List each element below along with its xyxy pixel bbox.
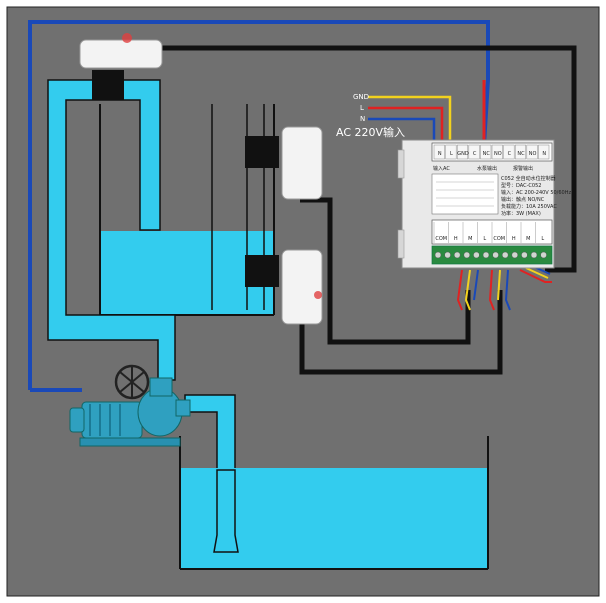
live-label: L	[360, 104, 364, 112]
terminal-screw	[444, 251, 451, 259]
low-level-sensor	[245, 249, 323, 325]
pump-output-label: 水泵输出	[477, 165, 497, 172]
controller-power: 功率：3W (MAX)	[501, 210, 541, 217]
bottom-terminal-label: COM	[493, 236, 505, 242]
top-terminal-cell	[503, 144, 515, 160]
led-indicator-icon	[314, 291, 322, 299]
top-terminal-label: NO	[529, 151, 537, 157]
terminal-screw	[482, 251, 490, 259]
wiring	[28, 20, 577, 392]
top-terminal-label: NC	[517, 151, 525, 157]
top-terminal-label: C	[473, 151, 477, 157]
top-terminal-cell	[526, 144, 538, 160]
terminal-screw	[501, 251, 509, 259]
water-level-sensor-icon	[281, 249, 323, 325]
terminal-screw	[521, 251, 528, 259]
terminal-screw	[540, 251, 547, 259]
top-terminal-cell	[538, 144, 550, 160]
top-terminal-label: N	[438, 151, 442, 157]
controller-load: 负载能力：10A 250VAC	[501, 203, 557, 210]
sensor-clamp-high	[245, 136, 279, 168]
top-terminal-cell	[468, 144, 480, 160]
bottom-terminal-label: COM	[435, 236, 447, 242]
terminal-screw	[434, 251, 442, 259]
led-indicator-icon	[122, 33, 132, 43]
top-level-sensor	[79, 33, 163, 100]
bottom-terminal-label: M	[526, 236, 530, 242]
terminal-screw	[492, 251, 499, 259]
water-level-sensor-icon	[79, 39, 163, 69]
blue-wire	[28, 20, 490, 390]
top-terminal-cell	[433, 144, 445, 160]
yellow-wire	[368, 95, 452, 143]
terminal-screw	[473, 251, 480, 259]
top-terminal-cell	[445, 144, 457, 160]
terminal-screw	[463, 251, 471, 259]
top-terminal-label: NC	[483, 151, 491, 157]
terminal-screw	[453, 251, 461, 259]
water-level-sensor-icon	[281, 126, 323, 200]
gnd-label: GND	[353, 93, 369, 101]
top-terminal-label: C	[508, 151, 512, 157]
high-level-sensor	[245, 126, 323, 200]
controller-input: 输入：AC 200-240V 50/60Hz	[501, 189, 571, 196]
top-terminal-cell	[491, 144, 503, 160]
bottom-terminal-label: H	[512, 236, 516, 242]
bottom-terminal-label: H	[454, 236, 458, 242]
top-terminal-label: L	[450, 151, 453, 157]
water-pump-icon	[69, 364, 191, 447]
top-terminal-label: GND	[457, 151, 469, 157]
terminal-screw	[511, 251, 519, 259]
power-input-label: AC 220V输入	[336, 125, 405, 139]
bottom-terminal-label: M	[468, 236, 472, 242]
bottom-terminal-label: L	[483, 236, 486, 242]
black-wire-bottom	[299, 290, 503, 375]
lower-tank	[179, 436, 489, 570]
terminal-screw	[530, 251, 538, 259]
sensor-clamp	[92, 70, 124, 100]
sensor-terminal-block	[431, 245, 553, 265]
top-terminal-cell	[514, 144, 527, 160]
top-terminal-cell	[456, 144, 469, 160]
top-terminal-label: NO	[494, 151, 502, 157]
black-wire-top	[160, 45, 577, 273]
controller-title: C052 全自动水位控制器	[501, 175, 556, 182]
upper-tank-water	[101, 231, 273, 314]
sensor-clamp-low	[245, 255, 279, 287]
input-section-label: 输入AC	[433, 165, 450, 172]
top-terminal-cell	[480, 144, 492, 160]
alarm-output-label: 报警输出	[513, 165, 533, 172]
delivery-pipe	[47, 79, 176, 381]
bottom-terminal-strip: COM H M L COM H M L	[433, 222, 544, 243]
bottom-terminal-label: L	[541, 236, 544, 242]
neutral-label: N	[360, 115, 365, 123]
top-terminal-label: N	[542, 151, 546, 157]
controller-output: 输出：触点 NO/NC	[501, 196, 545, 203]
controller-model: 型号：DAC-C052	[501, 182, 541, 189]
